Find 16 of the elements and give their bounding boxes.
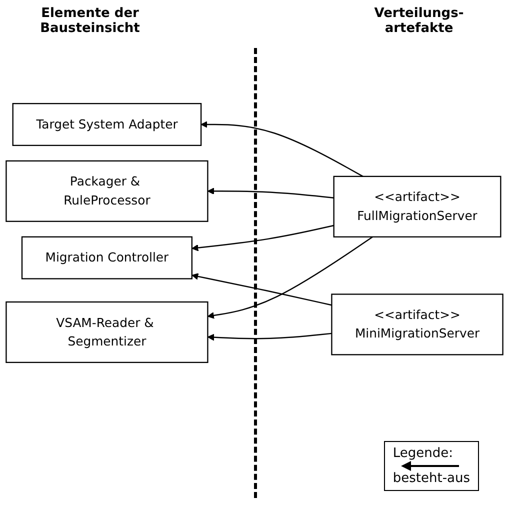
node-box: VSAM-Reader & Segmentizer — [6, 301, 208, 364]
node-box: <<artifact>> FullMigrationServer — [333, 176, 502, 238]
node-box: Migration Controller — [21, 236, 192, 280]
arrow — [192, 224, 334, 252]
column-heading: Elemente der Bausteinsicht — [39, 6, 141, 38]
column-heading: Verteilungs-artefakte — [373, 6, 465, 38]
arrow — [207, 188, 334, 198]
node-box: Packager & RuleProcessor — [6, 160, 208, 222]
arrow — [200, 121, 364, 177]
legend-text: besteht-aus — [392, 471, 470, 486]
arrow — [207, 236, 373, 319]
node-box: Target System Adapter — [12, 102, 202, 146]
legend-title: Legende: — [392, 446, 454, 461]
arrow — [207, 332, 332, 341]
node-box: <<artifact>> MiniMigrationServer — [331, 294, 504, 356]
arrow — [192, 273, 332, 306]
